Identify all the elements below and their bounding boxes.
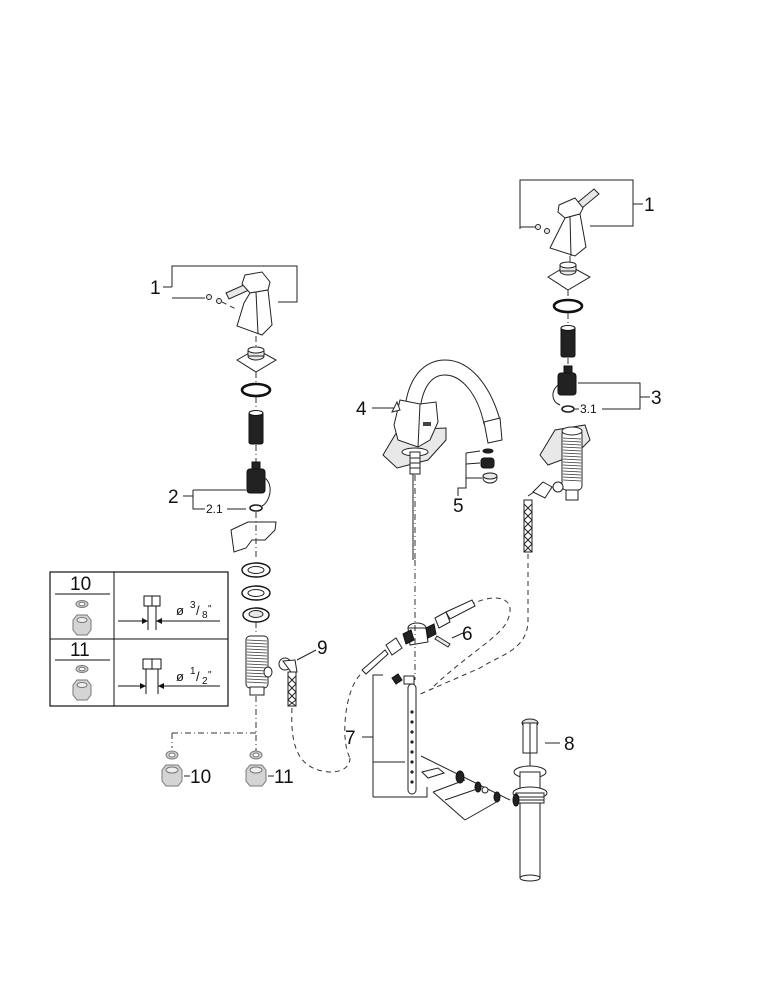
clip xyxy=(434,635,451,648)
pop-up-waste-assembly: 8 xyxy=(512,718,575,882)
strap-hole xyxy=(410,710,414,714)
cartridge xyxy=(557,372,577,396)
callout-8: 8 xyxy=(564,734,575,755)
thread-line xyxy=(246,660,268,663)
screw-icon xyxy=(535,224,541,230)
left-handle-assembly: 1 2 2.1 xyxy=(150,265,351,788)
callout-1-right: 1 xyxy=(644,195,655,216)
thread-line xyxy=(246,639,268,642)
cartridge xyxy=(246,468,266,494)
fraction-numerator: 1 xyxy=(190,666,196,677)
callout-3: 3 xyxy=(651,388,662,409)
screw-icon xyxy=(216,298,222,304)
hose xyxy=(523,499,533,553)
table-row-11-number: 11 xyxy=(70,640,90,661)
thread-line xyxy=(246,657,268,660)
spline-adapter xyxy=(560,326,576,358)
spout-assembly: 4 5 xyxy=(356,359,503,560)
lift-rod-strap xyxy=(407,683,417,795)
thread-line xyxy=(562,455,582,458)
thread-line xyxy=(246,642,268,645)
strap-hole xyxy=(410,770,414,774)
thread-line xyxy=(246,672,268,675)
fraction-slash: / xyxy=(196,669,200,684)
thread-line xyxy=(562,476,582,479)
diameter-symbol: ø xyxy=(176,669,184,684)
thread-line xyxy=(562,470,582,473)
spline-adapter xyxy=(248,411,264,445)
thread-line xyxy=(246,648,268,651)
thread-line xyxy=(562,464,582,467)
strap-hole xyxy=(410,720,414,724)
thread-line xyxy=(246,678,268,681)
thread-line xyxy=(562,452,582,455)
o-ring xyxy=(552,298,584,314)
callout-11: 11 xyxy=(274,767,294,788)
right-handle-assembly: 1 3 3.1 xyxy=(417,179,662,696)
spout-tip xyxy=(483,417,503,444)
connection-size-table: 10 ø 3 / 8 " 11 ø 1 / 2 xyxy=(49,571,229,707)
handle-body xyxy=(236,289,273,336)
thread-line xyxy=(562,440,582,443)
thread-line xyxy=(246,651,268,654)
screw-icon xyxy=(206,294,212,300)
callout-10: 10 xyxy=(190,767,211,788)
fraction-slash: / xyxy=(196,603,200,618)
table-row-10-number: 10 xyxy=(70,574,91,595)
o-ring xyxy=(240,382,272,398)
pivot-nut xyxy=(455,770,465,784)
callout-4: 4 xyxy=(356,399,367,420)
screw-icon xyxy=(544,228,550,234)
thread-line xyxy=(246,681,268,684)
fraction-denominator: 8 xyxy=(202,610,208,621)
callout-9: 9 xyxy=(317,638,328,659)
diameter-symbol: ø xyxy=(176,603,184,618)
strap-hole xyxy=(410,740,414,744)
thread-line xyxy=(246,645,268,648)
lift-rod-assembly: 7 xyxy=(345,673,511,821)
thread-line xyxy=(562,437,582,440)
thread-line xyxy=(246,654,268,657)
callout-1-left: 1 xyxy=(150,278,161,299)
thread-line xyxy=(562,443,582,446)
unit-inch: " xyxy=(208,670,212,681)
spacer xyxy=(230,521,277,553)
thread-line xyxy=(562,473,582,476)
hose-connector xyxy=(532,481,553,499)
thread-line xyxy=(562,458,582,461)
handle-body xyxy=(549,213,587,257)
callout-7: 7 xyxy=(345,728,356,749)
thread-line xyxy=(562,461,582,464)
callout-5: 5 xyxy=(453,496,464,517)
thread-line xyxy=(562,446,582,449)
thread-line xyxy=(562,449,582,452)
thread-line xyxy=(246,666,268,669)
strap-hole xyxy=(410,780,414,784)
strap-hole xyxy=(410,760,414,764)
spout-base xyxy=(393,399,439,448)
thread-line xyxy=(562,479,582,482)
aerator-insert xyxy=(480,457,495,469)
callout-2-1: 2.1 xyxy=(206,502,223,516)
fraction-numerator: 3 xyxy=(190,600,196,611)
tee-connector-assembly: 6 xyxy=(344,560,511,759)
fraction-denominator: 2 xyxy=(202,676,208,687)
thread-line xyxy=(246,675,268,678)
callout-6: 6 xyxy=(462,624,473,645)
callout-3-1: 3.1 xyxy=(580,402,597,416)
strap-hole xyxy=(410,730,414,734)
unit-inch: " xyxy=(208,604,212,615)
callout-2: 2 xyxy=(168,487,179,508)
strap-hole xyxy=(410,750,414,754)
thread-line xyxy=(246,663,268,666)
hose xyxy=(287,671,297,707)
tailpiece xyxy=(519,802,541,879)
clevis xyxy=(421,767,446,779)
thread-line xyxy=(562,467,582,470)
